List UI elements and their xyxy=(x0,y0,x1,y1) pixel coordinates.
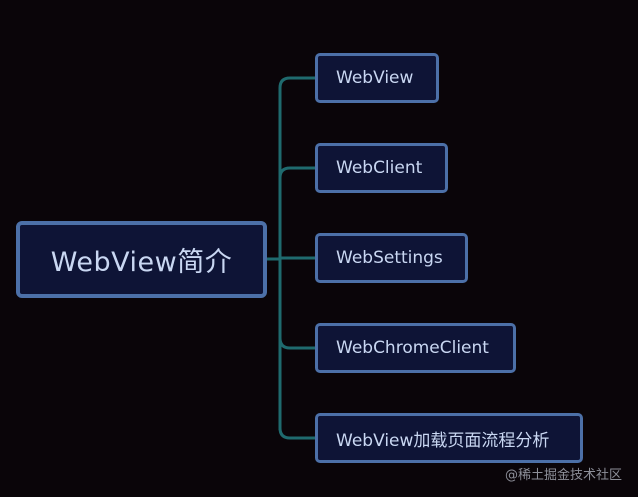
child-node-webclient[interactable]: WebClient xyxy=(315,143,448,193)
child-node-webchromeclient[interactable]: WebChromeClient xyxy=(315,323,516,373)
child-node-label: WebView加载页面流程分析 xyxy=(336,430,550,451)
child-node-label: WebView xyxy=(336,68,414,88)
child-node-label: WebSettings xyxy=(336,248,443,268)
child-node-label: WebClient xyxy=(336,158,423,178)
child-node-webview[interactable]: WebView xyxy=(315,53,439,103)
child-node-label: WebChromeClient xyxy=(336,338,489,358)
watermark: @稀土掘金技术社区 xyxy=(504,468,622,483)
child-node-websettings[interactable]: WebSettings xyxy=(315,233,468,283)
connector-to-webview xyxy=(278,76,315,89)
root-node[interactable]: WebView简介 xyxy=(16,221,267,298)
connector-to-webchromeclient xyxy=(278,337,315,350)
root-node-label: WebView简介 xyxy=(50,247,233,278)
connector-to-webclient xyxy=(278,166,315,179)
connector-to-loading-flow xyxy=(278,427,315,440)
child-node-loading-flow[interactable]: WebView加载页面流程分析 xyxy=(315,413,583,463)
